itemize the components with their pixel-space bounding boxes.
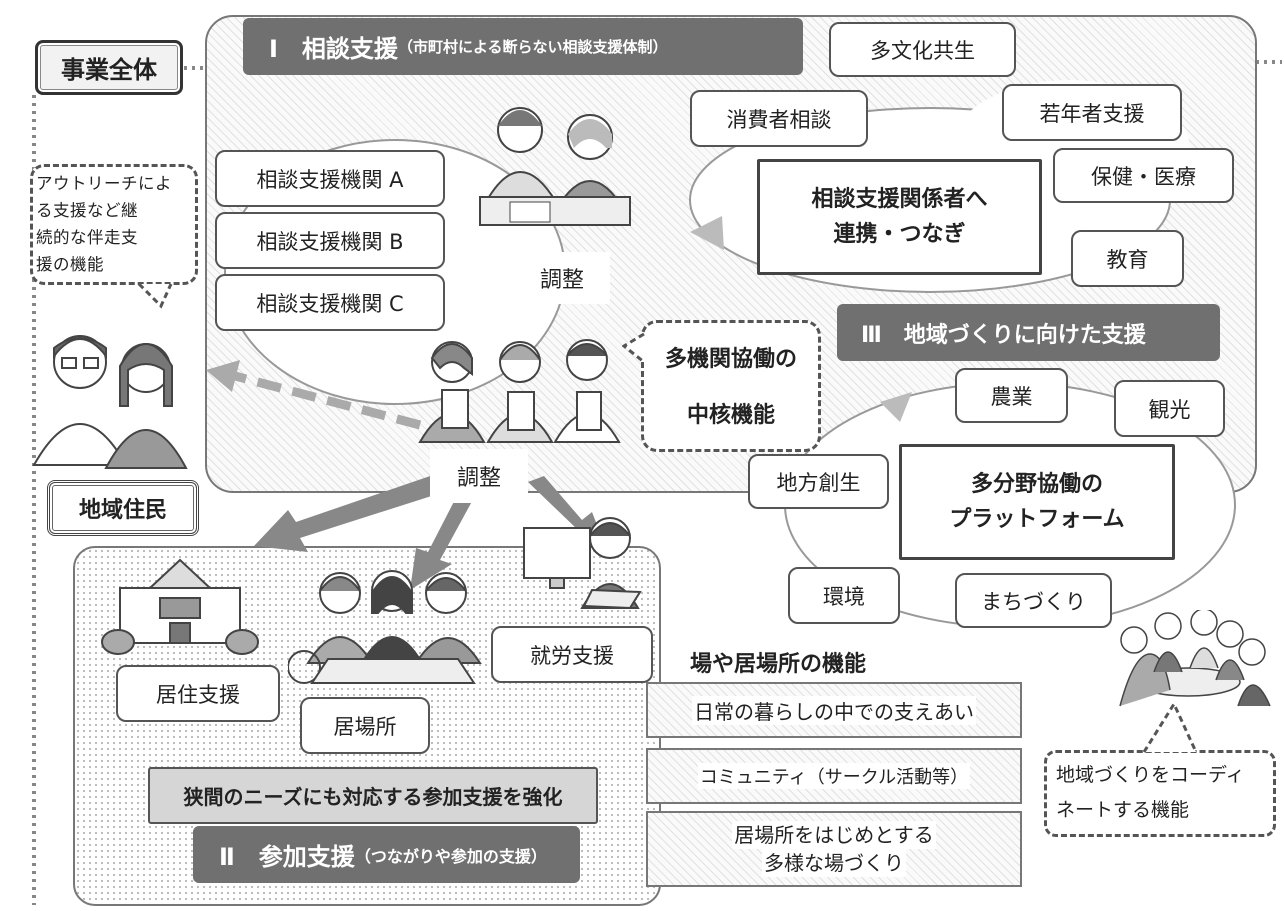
participation-title-main: Ⅱ 参加支援 bbox=[219, 843, 355, 871]
outreach-bubble bbox=[30, 164, 198, 285]
field-multicultural: 多文化共生 bbox=[829, 22, 1016, 77]
strengthen-participation-banner: 狭間のニーズにも対応する参加支援を強化 bbox=[148, 767, 598, 824]
employment-support-box: 就労支援 bbox=[491, 626, 653, 683]
strengthen-text: 狭間のニーズにも対応する参加支援を強化 bbox=[183, 785, 563, 809]
core-line-2: 中核機能 bbox=[686, 403, 775, 428]
consult-title-main: Ⅰ 相談支援 bbox=[269, 35, 398, 63]
consult-title-sub: （市町村による断らない相談支援体制） bbox=[397, 38, 668, 56]
place-functions-heading: 場や居場所の機能 bbox=[690, 652, 867, 677]
core-staff-illustration bbox=[418, 339, 621, 443]
field-environment: 環境 bbox=[788, 567, 900, 624]
link-arrowhead bbox=[690, 216, 724, 250]
field-town: まちづくり bbox=[955, 573, 1112, 628]
consult-support-title: Ⅰ 相談支援 （市町村による断らない相談支援体制） bbox=[243, 18, 803, 75]
platform-arrowhead bbox=[880, 392, 912, 422]
field-education: 教育 bbox=[1071, 230, 1184, 287]
agency-a: 相談支援機関 A bbox=[215, 150, 445, 207]
outreach-arrowhead bbox=[206, 360, 240, 392]
region-title-text: Ⅲ 地域づくりに向けた支援 bbox=[861, 322, 1146, 348]
platform-line-1: 多分野協働の bbox=[970, 471, 1103, 497]
core-function-tail bbox=[622, 332, 645, 364]
residents-label-text: 地域住民 bbox=[78, 498, 167, 523]
community-meeting-illustration bbox=[1119, 610, 1271, 707]
ibasho-illustration bbox=[288, 570, 482, 684]
core-function-text: 多機関協働の 中核機能 bbox=[641, 332, 821, 444]
field-agriculture: 農業 bbox=[955, 368, 1068, 423]
outreach-bubble-tail bbox=[137, 282, 173, 309]
housing-support-box: 居住支援 bbox=[116, 665, 280, 722]
platform-line-2: プラットフォーム bbox=[949, 507, 1125, 532]
region-support-title: Ⅲ 地域づくりに向けた支援 bbox=[837, 304, 1220, 361]
coordinate-bubble-text: 地域づくりをコーディ ネートする機能 bbox=[1056, 764, 1245, 821]
platform-box: 多分野協働の プラットフォーム bbox=[899, 444, 1175, 560]
agency-b: 相談支援機関 B bbox=[215, 212, 445, 269]
adjust-outer: 調整 bbox=[430, 449, 528, 503]
field-tourism: 観光 bbox=[1114, 380, 1225, 437]
adjust-inner: 調整 bbox=[514, 252, 610, 304]
core-function-box bbox=[641, 320, 821, 452]
place-function-1: 日常の暮らしの中での支えあい bbox=[646, 682, 1022, 738]
participation-support-title: Ⅱ 参加支援 （つながりや参加の支援） bbox=[193, 826, 580, 883]
residents-illustration bbox=[32, 335, 188, 469]
place-function-3: 居場所をはじめとする 多様な場づくり bbox=[646, 811, 1022, 887]
participation-title-sub: （つながりや参加の支援） bbox=[354, 846, 547, 866]
linkage-line-2: 連携・つなぎ bbox=[833, 222, 966, 247]
field-consumer: 消費者相談 bbox=[690, 90, 868, 147]
place-function-2: コミュニティ（サークル活動等） bbox=[646, 748, 1022, 804]
core-line-1: 多機関協働の bbox=[664, 347, 797, 372]
employment-illustration bbox=[523, 517, 642, 610]
field-regional: 地方創生 bbox=[748, 454, 889, 509]
coordinate-bubble-tail bbox=[1142, 700, 1198, 753]
overall-label: 事業全体 bbox=[35, 40, 183, 95]
field-health: 保健・医療 bbox=[1053, 148, 1234, 203]
linkage-line-1: 相談支援関係者へ bbox=[811, 186, 988, 212]
housing-illustration bbox=[101, 558, 259, 655]
field-youth: 若年者支援 bbox=[1002, 84, 1182, 141]
ibasho-box: 居場所 bbox=[300, 697, 430, 754]
outreach-bubble-text: アウトリーチによ る支援など継 続的な伴走支 援の機能 bbox=[36, 174, 172, 274]
residents-label: 地域住民 bbox=[47, 480, 199, 536]
agency-c: 相談支援機関 C bbox=[215, 274, 445, 331]
overall-label-text: 事業全体 bbox=[61, 56, 157, 84]
consultation-illustration bbox=[479, 107, 631, 226]
linkage-box: 相談支援関係者へ 連携・つなぎ bbox=[757, 159, 1042, 275]
